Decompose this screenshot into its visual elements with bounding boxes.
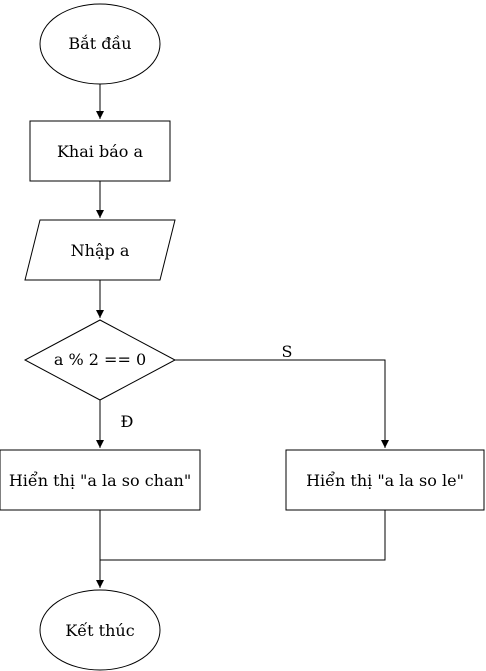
input-node-label: Nhập a xyxy=(71,241,130,260)
declare-node xyxy=(29,120,171,182)
end-node-label: Kết thúc xyxy=(65,621,134,640)
true-branch-label: Đ xyxy=(121,412,134,431)
condition-node-label: a % 2 == 0 xyxy=(54,350,146,369)
false-branch-label: S xyxy=(282,342,293,361)
even-output-node xyxy=(0,449,201,511)
edge-condition-odd xyxy=(175,359,389,448)
odd-output-node-label: Hiển thị "a la so le" xyxy=(306,471,464,490)
even-output-node-label: Hiển thị "a la so chan" xyxy=(9,471,191,490)
input-node xyxy=(24,219,176,281)
end-node xyxy=(39,589,161,671)
start-node-label: Bắt đầu xyxy=(68,34,131,53)
declare-node-label: Khai báo a xyxy=(57,142,144,161)
odd-output-node xyxy=(285,449,485,511)
edge-odd-merge xyxy=(100,510,386,561)
